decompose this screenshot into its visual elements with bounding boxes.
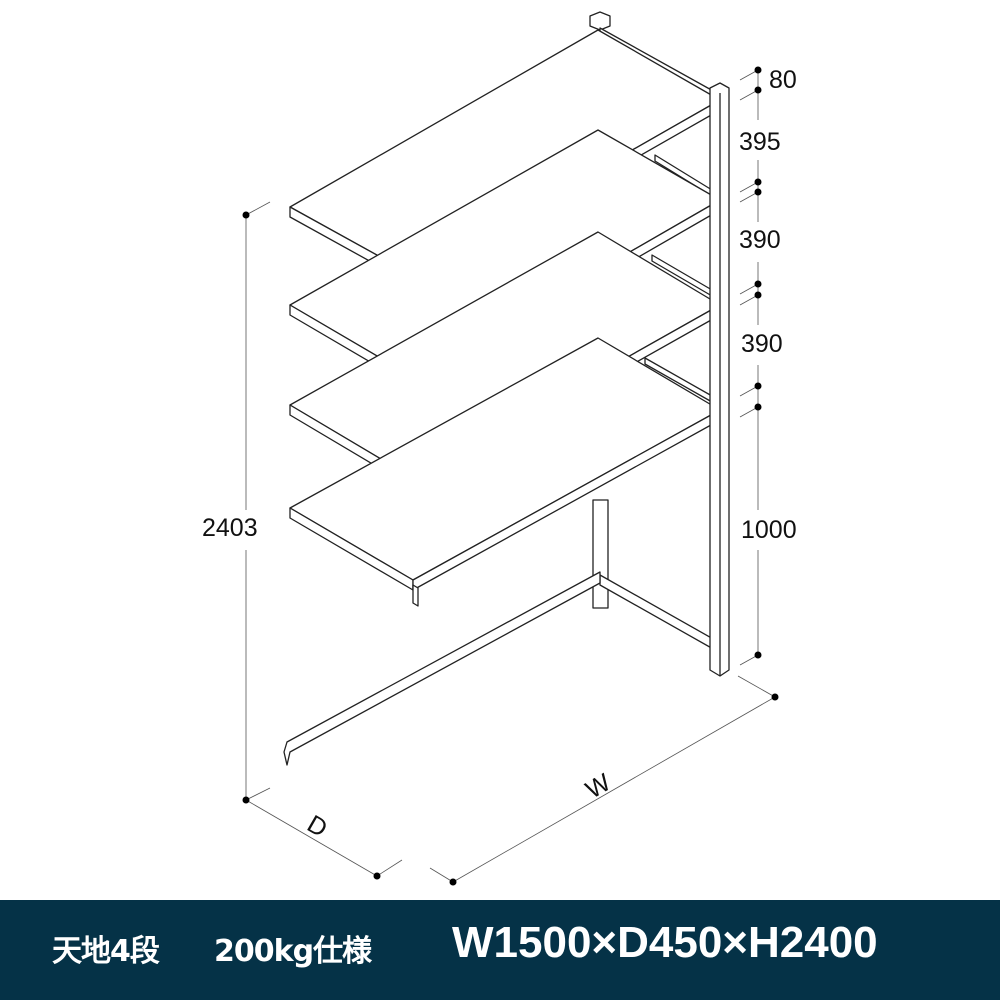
dim-shelf-gap-3: 390 <box>741 330 783 358</box>
load-capacity: 200kg仕様 <box>214 934 372 969</box>
shelf-4 <box>289 337 721 607</box>
dim-total-height: 2403 <box>202 514 258 542</box>
bottom-side-rail <box>599 574 716 651</box>
dimension-dots <box>242 66 779 886</box>
dim-depth-label: D <box>302 810 332 843</box>
front-post <box>709 82 730 677</box>
dim-bottom-height: 1000 <box>741 516 797 544</box>
dim-shelf-gap-1: 395 <box>739 128 781 156</box>
bottom-front-rail <box>283 571 601 766</box>
dim-shelf-gap-2: 390 <box>739 226 781 254</box>
spec-banner: 天地4段 200kg仕様 W1500×D450×H2400 <box>0 900 1000 1000</box>
product-size: W1500×D450×H2400 <box>452 918 878 967</box>
shelf-type: 天地4段 <box>52 934 160 969</box>
dim-width-label: W <box>581 768 616 804</box>
shelf-drawing: 80 395 390 390 1000 2403 D W <box>202 11 798 886</box>
dim-top-gap: 80 <box>769 66 797 94</box>
